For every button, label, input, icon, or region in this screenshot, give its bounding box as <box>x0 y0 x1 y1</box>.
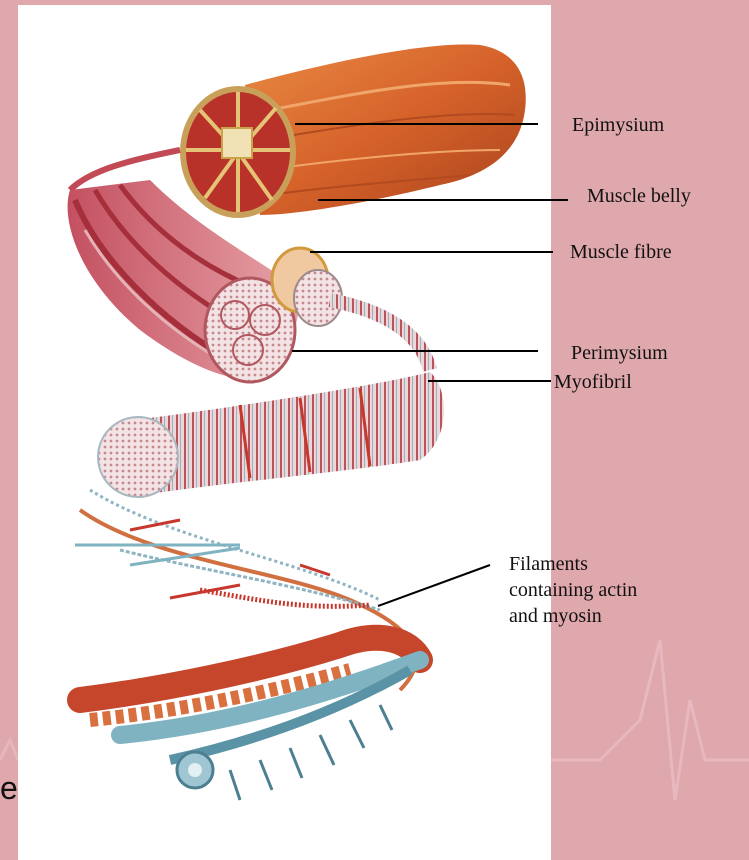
epimysium-cross-section <box>180 86 296 218</box>
thick-thin-filaments-shape <box>80 638 420 800</box>
label-filaments-line-1: Filaments <box>509 551 709 577</box>
label-perimysium: Perimysium <box>571 342 668 364</box>
label-filaments: Filaments containing actin and myosin <box>509 551 709 629</box>
label-muscle-belly: Muscle belly <box>587 185 691 207</box>
leader-line-filaments <box>378 565 490 606</box>
label-muscle-fibre: Muscle fibre <box>570 241 672 263</box>
myofibril-cylinder-shape <box>98 372 444 497</box>
label-epimysium: Epimysium <box>572 114 664 136</box>
label-filaments-line-3: and myosin <box>509 603 709 629</box>
slide-edge-text-fragment: e <box>0 770 18 806</box>
label-filaments-line-2: containing actin <box>509 577 709 603</box>
label-myofibril: Myofibril <box>554 371 632 393</box>
myofibril-strand <box>330 300 430 370</box>
